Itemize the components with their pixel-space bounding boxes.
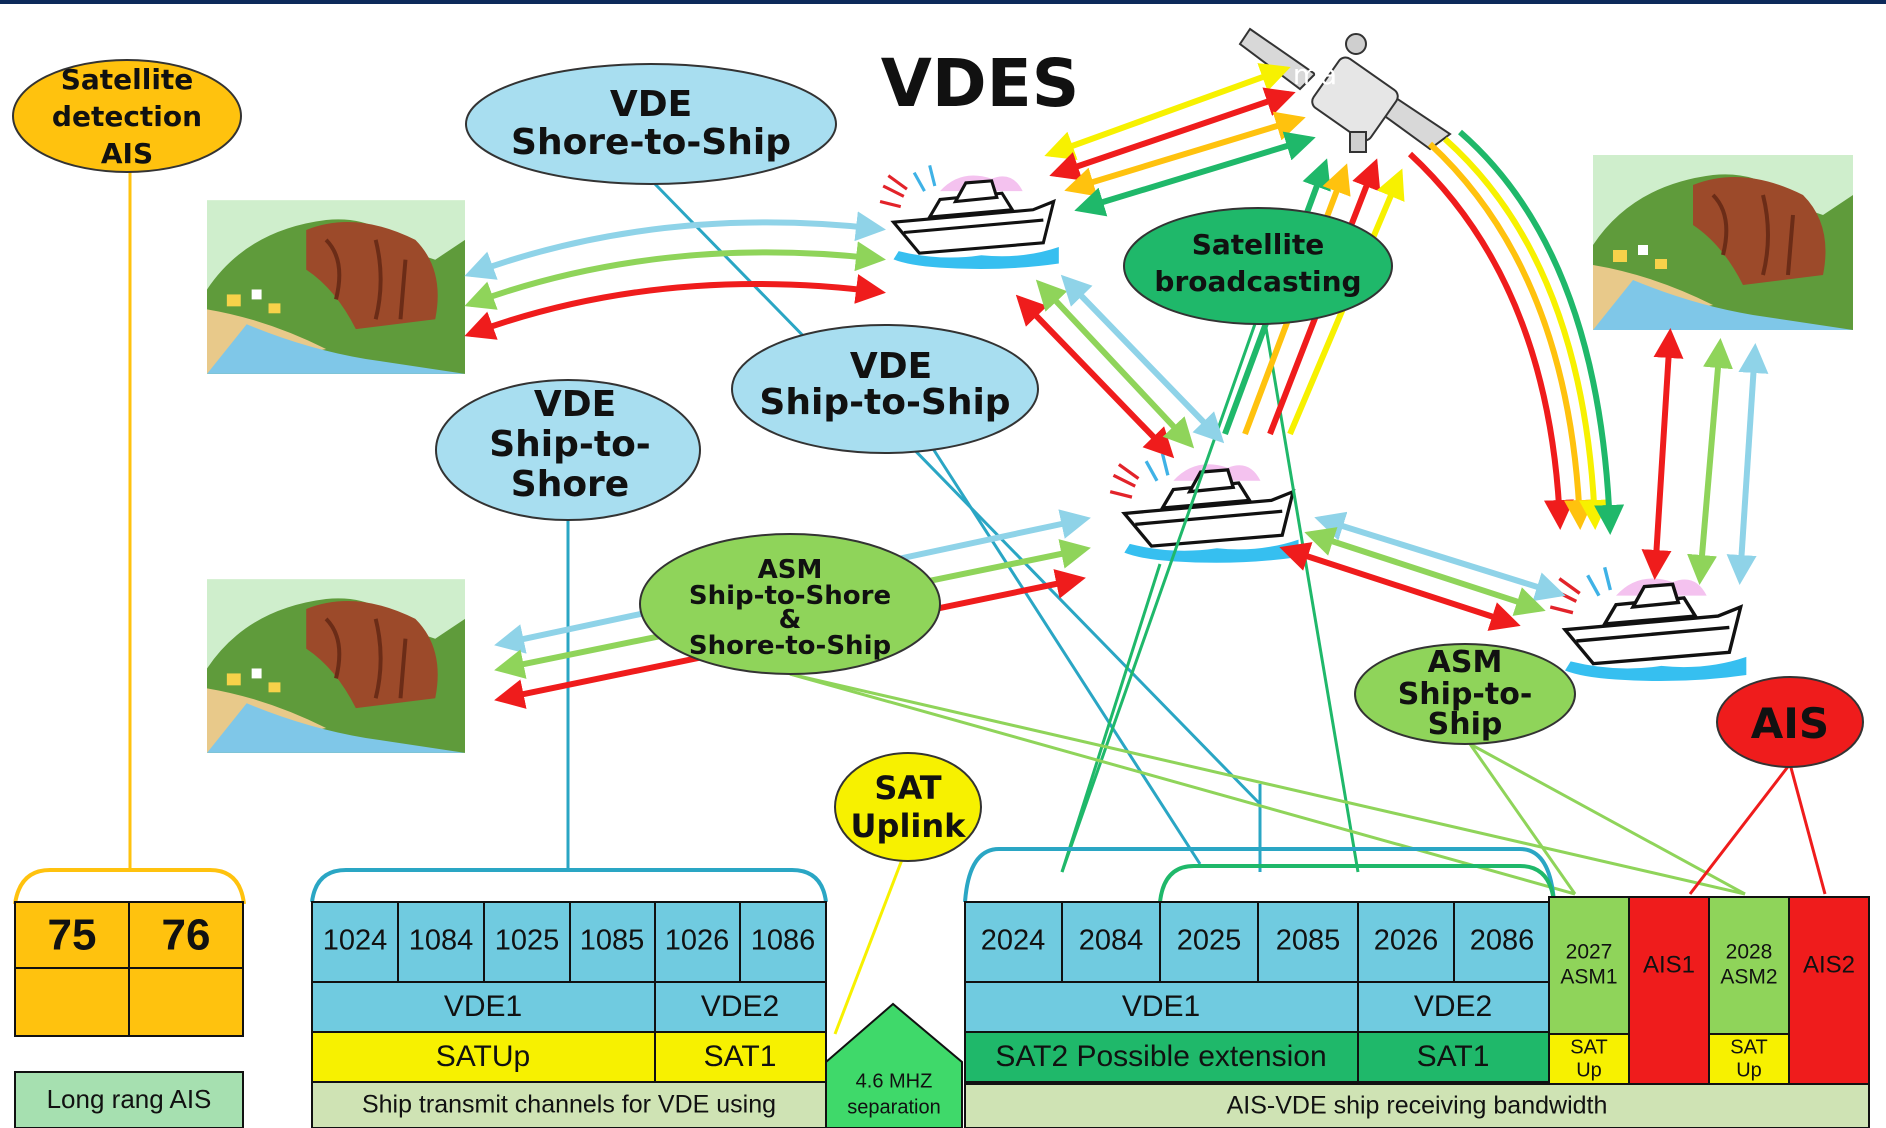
asm2-channel: 2028 <box>1726 941 1773 964</box>
vde-ship-shore-line-2: Ship-to- <box>489 424 651 465</box>
right-vde1: VDE1 <box>1122 990 1200 1023</box>
right-channel-2085: 2085 <box>1276 925 1341 957</box>
ais-channel-76: 76 <box>162 911 211 960</box>
asm-ship-line-2: Ship-to- <box>1398 677 1533 712</box>
right-channel-2084: 2084 <box>1079 925 1144 957</box>
vde-shore-ship-line-1: VDE <box>610 84 692 125</box>
vde-ship-shore-line-3: Shore <box>511 464 629 505</box>
sat-uplink-bubble: SAT Uplink <box>834 752 982 862</box>
braces <box>13 847 1556 905</box>
vdes-diagram: VDES ma Satellite detection AIS VDE Shor… <box>0 4 1886 1128</box>
right-sat2-extension: SAT2 Possible extension <box>995 1040 1326 1073</box>
right-channel-2024: 2024 <box>981 925 1046 957</box>
left-sat1: SAT1 <box>704 1040 777 1073</box>
right-sat1: SAT1 <box>1417 1040 1490 1073</box>
separation-marker: 4.6 MHZ separation <box>825 1002 963 1128</box>
asm-ship-line-3: Ship <box>1428 707 1503 742</box>
satup1-line-1: SAT <box>1570 1036 1607 1058</box>
asm-ship-line-1: ASM <box>1428 645 1503 680</box>
left-vde1: VDE1 <box>444 990 522 1023</box>
right-channel-2026: 2026 <box>1374 925 1439 957</box>
left-vde2: VDE2 <box>701 990 779 1023</box>
vde-ship-to-ship-bubble: VDE Ship-to-Ship <box>731 324 1039 454</box>
asm-shore-bubble: ASM Ship-to-Shore & Shore-to-Ship <box>639 533 941 675</box>
coast-image-right <box>1593 155 1853 330</box>
overlay-text: ma <box>1293 58 1337 91</box>
satup2-line-1: SAT <box>1730 1036 1767 1058</box>
asm1-label: ASM1 <box>1560 966 1617 989</box>
vde-ship-ship-line-2: Ship-to-Ship <box>759 382 1010 423</box>
diagram-title: VDES <box>881 45 1079 122</box>
left-channel-1026: 1026 <box>665 925 730 957</box>
sat-broadcast-line-2: broadcasting <box>1154 265 1361 298</box>
long-range-ais-caption: Long rang AIS <box>47 1084 212 1114</box>
long-range-ais-block: 75 76 Long rang AIS <box>14 901 244 1128</box>
left-channel-1084: 1084 <box>409 925 474 957</box>
vde-ship-shore-line-1: VDE <box>534 384 616 425</box>
separation-line-1: 4.6 MHZ <box>856 1070 933 1092</box>
asm-ship-bubble: ASM Ship-to- Ship <box>1354 643 1576 745</box>
satellite-broadcasting-bubble: Satellite broadcasting <box>1123 207 1393 325</box>
vde-ship-ship-line-1: VDE <box>850 346 932 387</box>
ship-receiving-block: 2024 2084 2025 2085 2026 2086 VDE1 VDE2 … <box>964 896 1870 1128</box>
sat-detect-line-2: detection <box>52 100 202 133</box>
asm2-label: ASM2 <box>1720 966 1777 989</box>
right-channel-2025: 2025 <box>1177 925 1242 957</box>
left-satup: SATUp <box>436 1040 530 1073</box>
ship-transmit-caption: Ship transmit channels for VDE using <box>362 1091 776 1119</box>
ship-top <box>878 163 1061 271</box>
ship-right <box>1548 565 1749 683</box>
asm-shore-line-4: Shore-to-Ship <box>689 631 891 661</box>
right-channel-2086: 2086 <box>1470 925 1535 957</box>
asm-shore-line-1: ASM <box>758 555 823 585</box>
ship-transmit-block: 1024 1084 1025 1085 1026 1086 VDE1 VDE2 … <box>311 901 827 1128</box>
left-channel-1025: 1025 <box>495 925 560 957</box>
satellite-icon <box>1238 27 1452 153</box>
ais-bubble-label: AIS <box>1751 699 1829 748</box>
right-vde2: VDE2 <box>1414 990 1492 1023</box>
sat-uplink-line-1: SAT <box>874 769 941 807</box>
sat-broadcast-line-1: Satellite <box>1192 228 1325 261</box>
left-channel-1024: 1024 <box>323 925 388 957</box>
coast-image-top-left <box>207 200 465 374</box>
vde-ship-to-shore-bubble: VDE Ship-to- Shore <box>435 379 701 521</box>
left-channel-1085: 1085 <box>580 925 645 957</box>
vde-shore-to-ship-bubble: VDE Shore-to-Ship <box>465 63 837 185</box>
ship-receiving-caption: AIS-VDE ship receiving bandwidth <box>1227 1092 1608 1120</box>
satup1-line-2: Up <box>1576 1059 1602 1081</box>
left-channel-1086: 1086 <box>751 925 816 957</box>
vde-shore-ship-line-2: Shore-to-Ship <box>511 122 791 163</box>
asm1-channel: 2027 <box>1566 941 1613 964</box>
asm-shore-line-2: Ship-to-Shore <box>689 581 891 611</box>
ais1-label: AIS1 <box>1643 951 1695 978</box>
satellite-detection-ais-bubble: Satellite detection AIS <box>12 59 242 173</box>
satup2-line-2: Up <box>1736 1059 1762 1081</box>
ais2-label: AIS2 <box>1803 951 1855 978</box>
asm-shore-line-3: & <box>779 605 802 635</box>
sat-uplink-line-2: Uplink <box>851 807 967 845</box>
separation-line-2: separation <box>847 1096 940 1118</box>
ais-channel-75: 75 <box>48 911 97 960</box>
ais-bubble: AIS <box>1716 676 1864 768</box>
sat-detect-line-3: AIS <box>101 137 153 170</box>
sat-detect-line-1: Satellite <box>61 63 194 96</box>
coast-image-bottom-left <box>207 579 465 753</box>
